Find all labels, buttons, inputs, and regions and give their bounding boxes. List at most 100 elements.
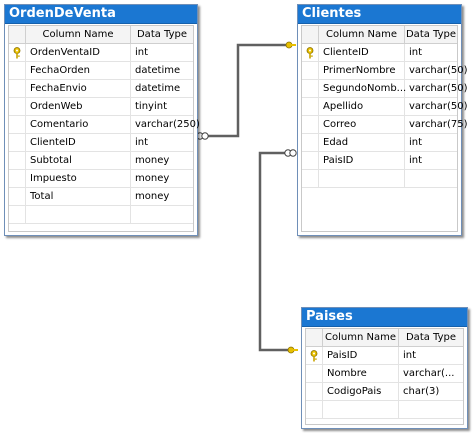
key-cell: [9, 206, 26, 223]
new-column-row[interactable]: [302, 170, 457, 188]
key-cell: [302, 170, 319, 187]
column-name-cell[interactable]: PaisID: [319, 152, 405, 169]
column-name-cell[interactable]: PrimerNombre: [319, 62, 405, 79]
data-type-cell[interactable]: [405, 170, 457, 187]
column-name-cell[interactable]: CodigoPais: [323, 383, 399, 400]
key-cell: [302, 116, 319, 133]
column-row[interactable]: ClienteID int: [302, 44, 457, 62]
column-row[interactable]: Correo varchar(75): [302, 116, 468, 134]
data-type-cell[interactable]: int: [409, 155, 423, 166]
key-cell: [9, 134, 26, 151]
key-cell: [302, 80, 319, 97]
column-name-cell[interactable]: OrdenWeb: [26, 98, 131, 115]
many-end-icon: [201, 132, 209, 140]
column-row[interactable]: Comentario varchar(250): [9, 116, 200, 134]
data-type-cell[interactable]: datetime: [135, 83, 181, 94]
column-row[interactable]: Apellido varchar(50): [302, 98, 468, 116]
column-row[interactable]: PaisID int: [306, 347, 463, 365]
key-cell: [9, 98, 26, 115]
column-row[interactable]: FechaEnvio datetime: [9, 80, 193, 98]
column-row[interactable]: OrdenVentaID int: [9, 44, 193, 62]
column-name-cell[interactable]: FechaOrden: [26, 62, 131, 79]
key-cell: [9, 80, 26, 97]
column-name-cell[interactable]: ClienteID: [26, 134, 131, 151]
data-type-cell[interactable]: int: [409, 137, 423, 148]
key-cell: [302, 134, 319, 151]
primary-key-icon: [310, 350, 318, 362]
column-name-cell[interactable]: ClienteID: [319, 44, 405, 61]
column-name-cell[interactable]: Apellido: [319, 98, 405, 115]
column-name-cell[interactable]: PaisID: [323, 347, 399, 364]
data-type-cell[interactable]: int: [403, 350, 417, 361]
column-row[interactable]: PaisID int: [302, 152, 457, 170]
data-type-cell[interactable]: int: [135, 47, 149, 58]
column-row[interactable]: SegundoNomb...varchar(50): [302, 80, 468, 98]
key-cell: [302, 152, 319, 169]
relationship-clientes-paises[interactable]: [258, 151, 293, 352]
data-type-cell[interactable]: varchar(75): [409, 119, 468, 130]
relationship-ordenventa-clientes[interactable]: [207, 43, 291, 138]
data-type-cell[interactable]: datetime: [135, 65, 181, 76]
column-name-cell[interactable]: SegundoNomb...: [319, 80, 406, 97]
data-type-cell[interactable]: money: [135, 191, 170, 202]
data-type-header: Data Type: [405, 332, 457, 343]
column-name-cell[interactable]: Subtotal: [26, 152, 131, 169]
data-type-cell[interactable]: varchar(250): [135, 119, 200, 130]
header-key-cell: [306, 329, 323, 346]
data-type-cell[interactable]: int: [409, 47, 423, 58]
data-type-cell[interactable]: [131, 206, 193, 223]
column-row[interactable]: CodigoPais char(3): [306, 383, 463, 401]
column-row[interactable]: Impuesto money: [9, 170, 193, 188]
key-cell: [306, 383, 323, 400]
column-row[interactable]: Total money: [9, 188, 193, 206]
key-cell: [9, 188, 26, 205]
column-name-cell[interactable]: FechaEnvio: [26, 80, 131, 97]
table-title[interactable]: OrdenDeVenta: [5, 5, 197, 24]
column-row[interactable]: OrdenWeb tinyint: [9, 98, 193, 116]
column-name-cell[interactable]: [319, 170, 405, 187]
data-type-cell[interactable]: [399, 401, 463, 418]
data-type-cell[interactable]: money: [135, 173, 170, 184]
column-row[interactable]: ClienteID int: [9, 134, 193, 152]
new-column-row[interactable]: [9, 206, 193, 224]
column-name-cell[interactable]: Correo: [319, 116, 405, 133]
data-type-cell[interactable]: varchar(...: [403, 368, 455, 379]
data-type-cell[interactable]: varchar(50): [409, 65, 468, 76]
data-type-cell[interactable]: char(3): [403, 386, 440, 397]
data-type-cell[interactable]: int: [135, 137, 149, 148]
many-end-icon: [289, 149, 297, 157]
column-name-cell[interactable]: Total: [26, 188, 131, 205]
data-type-header: Data Type: [136, 29, 188, 40]
column-row[interactable]: Subtotal money: [9, 152, 193, 170]
data-type-cell[interactable]: tinyint: [135, 101, 167, 112]
header-key-cell: [9, 26, 26, 43]
table-title[interactable]: Paises: [302, 308, 467, 327]
column-name-cell[interactable]: Edad: [319, 134, 405, 151]
data-type-cell[interactable]: money: [135, 155, 170, 166]
data-type-cell[interactable]: varchar(50): [409, 101, 468, 112]
new-column-row[interactable]: [306, 401, 463, 419]
key-cell: [9, 170, 26, 187]
data-type-cell[interactable]: varchar(50): [409, 83, 468, 94]
column-row[interactable]: Nombre varchar(...: [306, 365, 463, 383]
column-name-cell[interactable]: [323, 401, 399, 418]
column-name-cell[interactable]: OrdenVentaID: [26, 44, 131, 61]
column-row[interactable]: FechaOrden datetime: [9, 62, 193, 80]
column-name-cell[interactable]: Impuesto: [26, 170, 131, 187]
table-title[interactable]: Clientes: [298, 5, 461, 24]
column-name-cell[interactable]: Nombre: [323, 365, 399, 382]
column-name-cell[interactable]: [26, 206, 131, 223]
key-cell: [302, 44, 319, 61]
column-row[interactable]: PrimerNombre varchar(50): [302, 62, 468, 80]
column-name-cell[interactable]: Comentario: [26, 116, 131, 133]
